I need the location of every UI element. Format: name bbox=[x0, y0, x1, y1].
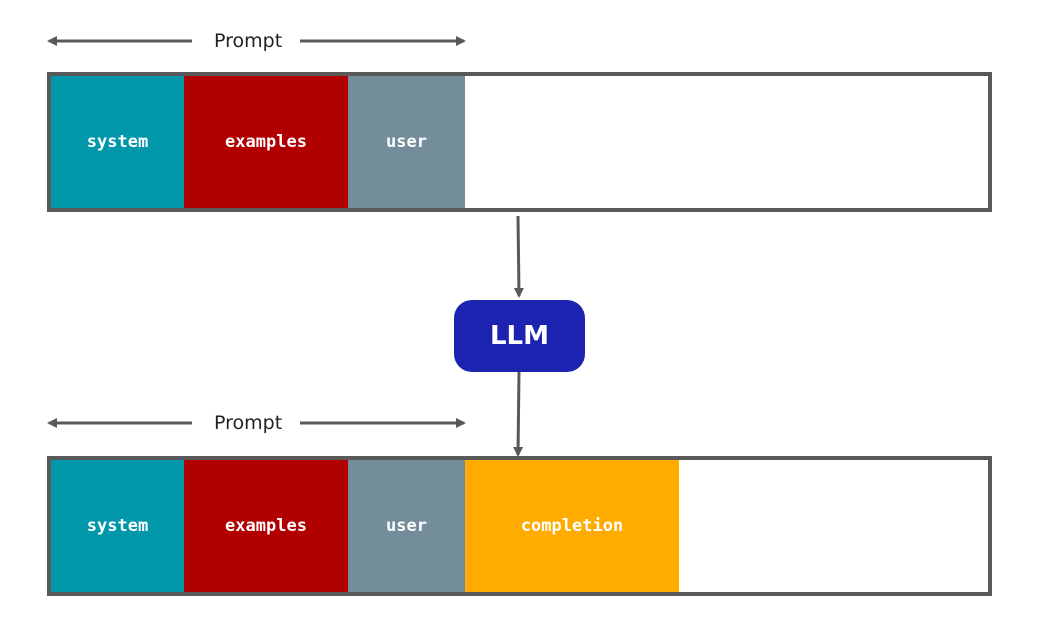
top-prompt-bar: system examples user bbox=[47, 72, 992, 212]
top-user-label: user bbox=[386, 132, 427, 152]
bottom-examples-segment: examples bbox=[184, 460, 348, 592]
bottom-prompt-bar: system examples user completion bbox=[47, 456, 992, 596]
top-system-segment: system bbox=[51, 76, 184, 208]
bottom-system-label: system bbox=[86, 516, 149, 536]
top-examples-segment: examples bbox=[184, 76, 348, 208]
bottom-prompt-label: Prompt bbox=[208, 412, 289, 434]
llm-label: LLM bbox=[489, 321, 549, 351]
bottom-completion-segment: completion bbox=[465, 460, 679, 592]
top-system-label: system bbox=[86, 132, 149, 152]
bottom-completion-label: completion bbox=[520, 516, 624, 536]
top-user-segment: user bbox=[348, 76, 465, 208]
bottom-user-label: user bbox=[386, 516, 427, 536]
bottom-examples-label: examples bbox=[225, 516, 307, 536]
top-prompt-label: Prompt bbox=[208, 30, 289, 52]
arrow-top-bar-to-llm bbox=[513, 215, 524, 298]
llm-node: LLM bbox=[454, 300, 585, 372]
bottom-system-segment: system bbox=[51, 460, 184, 592]
arrow-llm-to-bottom-bar bbox=[513, 371, 524, 457]
bottom-user-segment: user bbox=[348, 460, 465, 592]
top-examples-label: examples bbox=[225, 132, 307, 152]
